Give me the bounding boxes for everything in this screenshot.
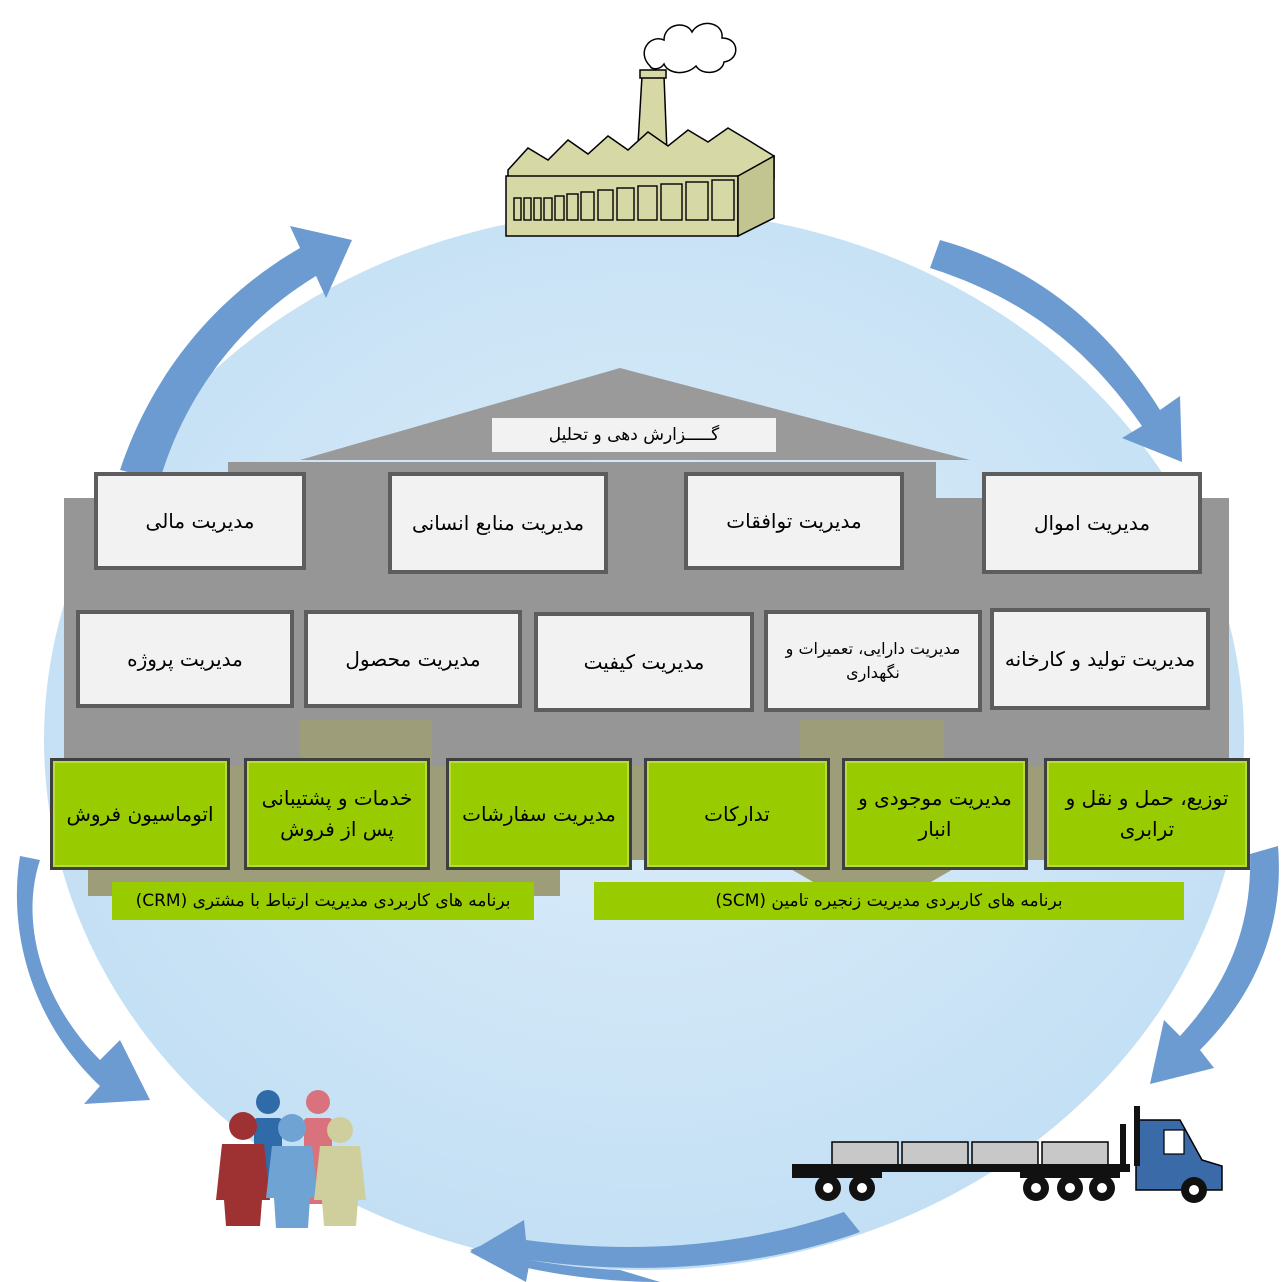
module-distribution-transport: توزیع، حمل و نقل و ترابری xyxy=(1044,758,1250,870)
module-agreements-management: مدیریت توافقات xyxy=(684,472,904,570)
module-after-sales-support: خدمات و پشتیبانی پس از فروش xyxy=(244,758,430,870)
module-inventory-warehouse: مدیریت موجودی و انبار xyxy=(842,758,1028,870)
module-procurement: تدارکات xyxy=(644,758,830,870)
module-financial-management: مدیریت مالی xyxy=(94,472,306,570)
module-production-factory: مدیریت تولید و کارخانه xyxy=(990,608,1210,710)
reporting-analysis-label: گـــــزارش دهی و تحلیل xyxy=(492,418,776,452)
module-sales-automation: اتوماسیون فروش xyxy=(50,758,230,870)
module-asset-maintenance: مدیریت دارایی، تعمیرات و نگهداری xyxy=(764,610,982,712)
reporting-roof xyxy=(300,368,970,460)
crm-applications-label: برنامه های کاربردی مدیریت ارتباط با مشتر… xyxy=(112,882,534,920)
module-human-resources: مدیریت منابع انسانی xyxy=(388,472,608,574)
module-quality-management: مدیریت کیفیت xyxy=(534,612,754,712)
scm-applications-label: برنامه های کاربردی مدیریت زنجیره تامین (… xyxy=(594,882,1184,920)
module-product-management: مدیریت محصول xyxy=(304,610,522,708)
cycle-arrow-icon xyxy=(16,226,1279,1282)
module-project-management: مدیریت پروژه xyxy=(76,610,294,708)
module-property-management: مدیریت اموال xyxy=(982,472,1202,574)
module-order-management: مدیریت سفارشات xyxy=(446,758,632,870)
